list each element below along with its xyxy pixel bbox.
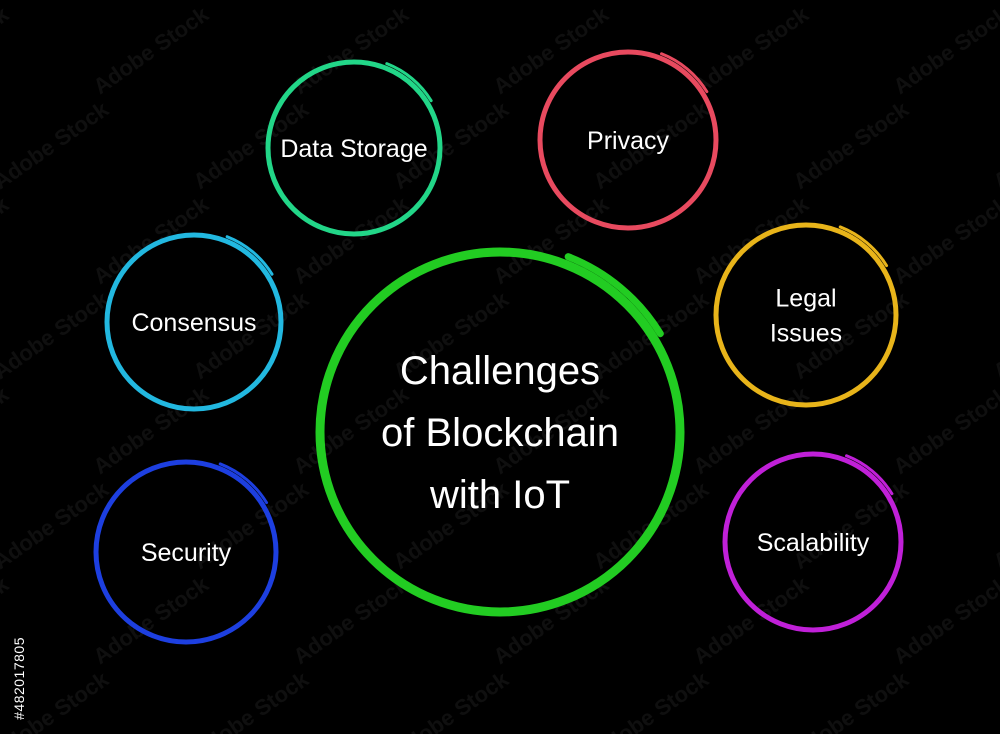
node-security-circle: [93, 459, 279, 645]
watermark-text: Adobe Stock: [989, 476, 1000, 574]
center-node: Challenges of Blockchain with IoT: [315, 247, 685, 617]
watermark-text: Adobe Stock: [789, 476, 914, 574]
center-node-circle-stroke-tail: [564, 253, 664, 338]
node-scalability: Scalability: [722, 451, 904, 633]
node-security: Security: [93, 459, 279, 645]
node-legal-issues-circle: [713, 222, 899, 408]
watermark-text: Adobe Stock: [689, 1, 814, 99]
node-privacy-circle: [537, 49, 719, 231]
watermark-text: Adobe Stock: [389, 0, 514, 4]
watermark-text: Adobe Stock: [289, 1, 414, 99]
node-scalability-circle: [722, 451, 904, 633]
watermark-text: Adobe Stock: [889, 1, 1000, 99]
node-privacy: Privacy: [537, 49, 719, 231]
watermark-text: Adobe Stock: [289, 191, 414, 289]
node-consensus-circle-stroke-tail: [225, 235, 274, 276]
node-legal-issues-label-line-1: Legal: [775, 285, 836, 313]
watermark-text: Adobe Stock: [989, 286, 1000, 384]
watermark-text: Adobe Stock: [889, 191, 1000, 289]
node-legal-issues-label-line-2: Issues: [770, 320, 842, 348]
watermark-text: Adobe Stock: [589, 666, 714, 734]
watermark-text: Adobe Stock: [389, 666, 514, 734]
center-node-label-line-2: of Blockchain: [381, 411, 619, 455]
node-security-circle-stroke-tail: [218, 462, 269, 505]
center-node-circle: [315, 247, 685, 617]
watermark-text: Adobe Stock: [89, 191, 214, 289]
node-data-storage-circle-stroke-tail: [385, 62, 433, 103]
watermark-text: Adobe Stock: [789, 0, 914, 4]
watermark-text: Adobe Stock: [789, 666, 914, 734]
node-privacy-circle-stroke-tail: [660, 52, 709, 94]
watermark-text: Adobe Stock: [89, 1, 214, 99]
center-node-label-line-3: with IoT: [429, 473, 570, 517]
watermark-text: Adobe Stock: [289, 571, 414, 669]
node-consensus: Consensus: [104, 232, 284, 412]
watermark-text: Adobe Stock: [589, 0, 714, 4]
watermark-text: Adobe Stock: [489, 1, 614, 99]
node-legal-issues-circle-stroke-tail: [838, 225, 889, 268]
stock-id-text: #482017805: [11, 637, 27, 720]
watermark-text: Adobe Stock: [889, 571, 1000, 669]
watermark-text: Adobe Stock: [89, 571, 214, 669]
node-security-label-line-1: Security: [141, 539, 232, 567]
watermark-text: Adobe Stock: [689, 571, 814, 669]
center-node-label-line-1: Challenges: [400, 349, 600, 393]
watermark-text: Adobe Stock: [989, 96, 1000, 194]
watermark-text: Adobe Stock: [189, 0, 314, 4]
node-scalability-circle-stroke-tail: [845, 454, 894, 496]
watermark-text: Adobe Stock: [889, 381, 1000, 479]
watermark-text: Adobe Stock: [189, 666, 314, 734]
nodes-layer: Challenges of Blockchain with IoT Data Stor…: [93, 49, 904, 645]
node-data-storage-label-line-1: Data Storage: [280, 135, 427, 163]
watermark-text: Adobe Stock: [689, 191, 814, 289]
watermark-text: Adobe Stock: [689, 381, 814, 479]
node-consensus-circle: [104, 232, 284, 412]
watermark-text: Adobe Stock: [989, 666, 1000, 734]
watermark-text: Adobe Stock: [789, 96, 914, 194]
node-consensus-label-line-1: Consensus: [131, 309, 256, 337]
node-data-storage-circle: [265, 59, 443, 237]
node-privacy-label-line-1: Privacy: [587, 127, 669, 155]
stock-id-label: #482017805: [2, 0, 36, 734]
node-scalability-label-line-1: Scalability: [757, 529, 870, 557]
node-data-storage: Data Storage: [265, 59, 443, 237]
